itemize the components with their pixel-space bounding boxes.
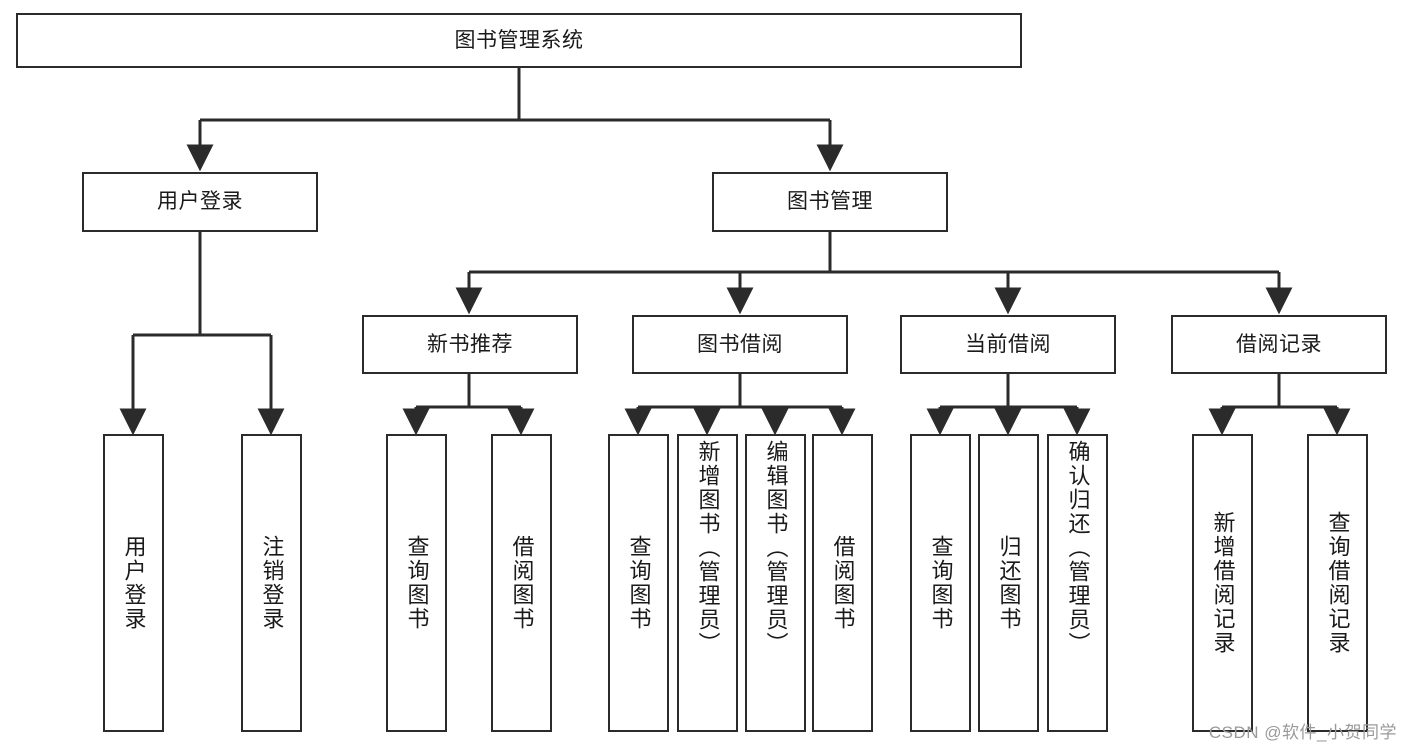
node-leaf-add-borrow-record[interactable]: 新增借阅记录: [1192, 434, 1253, 732]
node-current-borrow[interactable]: 当前借阅: [900, 315, 1116, 374]
node-user-login[interactable]: 用户登录: [82, 172, 318, 232]
node-label: 图书管理系统: [454, 28, 584, 52]
node-label: 查询图书: [626, 535, 652, 631]
csdn-watermark: CSDN @软件_小贺同学: [1208, 723, 1397, 742]
node-label: 归还图书: [996, 535, 1022, 631]
node-label: 借阅图书: [830, 535, 856, 631]
node-label: 借阅图书: [509, 535, 535, 631]
node-leaf-query-book-recommend[interactable]: 查询图书: [386, 434, 447, 732]
node-leaf-query-book-current[interactable]: 查询图书: [910, 434, 971, 732]
node-label: 图书管理: [787, 190, 873, 214]
node-label: 确认归还（管理员）: [1065, 440, 1091, 656]
node-borrow-record[interactable]: 借阅记录: [1171, 315, 1387, 374]
node-leaf-return-book[interactable]: 归还图书: [978, 434, 1039, 732]
node-leaf-logout-login[interactable]: 注销登录: [241, 434, 302, 732]
node-label: 查询借阅记录: [1325, 511, 1351, 655]
node-leaf-edit-book-admin[interactable]: 编辑图书（管理员）: [745, 434, 806, 732]
node-label: 用户登录: [157, 190, 243, 214]
node-leaf-borrow-book[interactable]: 借阅图书: [812, 434, 873, 732]
node-label: 查询图书: [404, 535, 430, 631]
node-leaf-query-book-borrow[interactable]: 查询图书: [608, 434, 669, 732]
node-label: 用户登录: [121, 535, 147, 631]
node-leaf-confirm-return-admin[interactable]: 确认归还（管理员）: [1047, 434, 1108, 732]
node-label: 当前借阅: [965, 332, 1051, 356]
node-label: 编辑图书（管理员）: [763, 440, 789, 656]
node-book-management[interactable]: 图书管理: [712, 172, 948, 232]
node-label: 注销登录: [259, 535, 285, 631]
node-leaf-query-borrow-record[interactable]: 查询借阅记录: [1307, 434, 1368, 732]
node-label: 借阅记录: [1236, 332, 1322, 356]
node-book-borrow[interactable]: 图书借阅: [632, 315, 848, 374]
node-root-book-management-system[interactable]: 图书管理系统: [16, 13, 1022, 68]
node-label: 查询图书: [928, 535, 954, 631]
node-label: 新增借阅记录: [1210, 511, 1236, 655]
node-label: 新增图书（管理员）: [695, 440, 721, 656]
node-label: 图书借阅: [697, 332, 783, 356]
node-label: 新书推荐: [427, 332, 513, 356]
node-leaf-borrow-book-recommend[interactable]: 借阅图书: [491, 434, 552, 732]
node-leaf-user-login[interactable]: 用户登录: [103, 434, 164, 732]
node-leaf-add-book-admin[interactable]: 新增图书（管理员）: [677, 434, 738, 732]
node-new-book-recommend[interactable]: 新书推荐: [362, 315, 578, 374]
